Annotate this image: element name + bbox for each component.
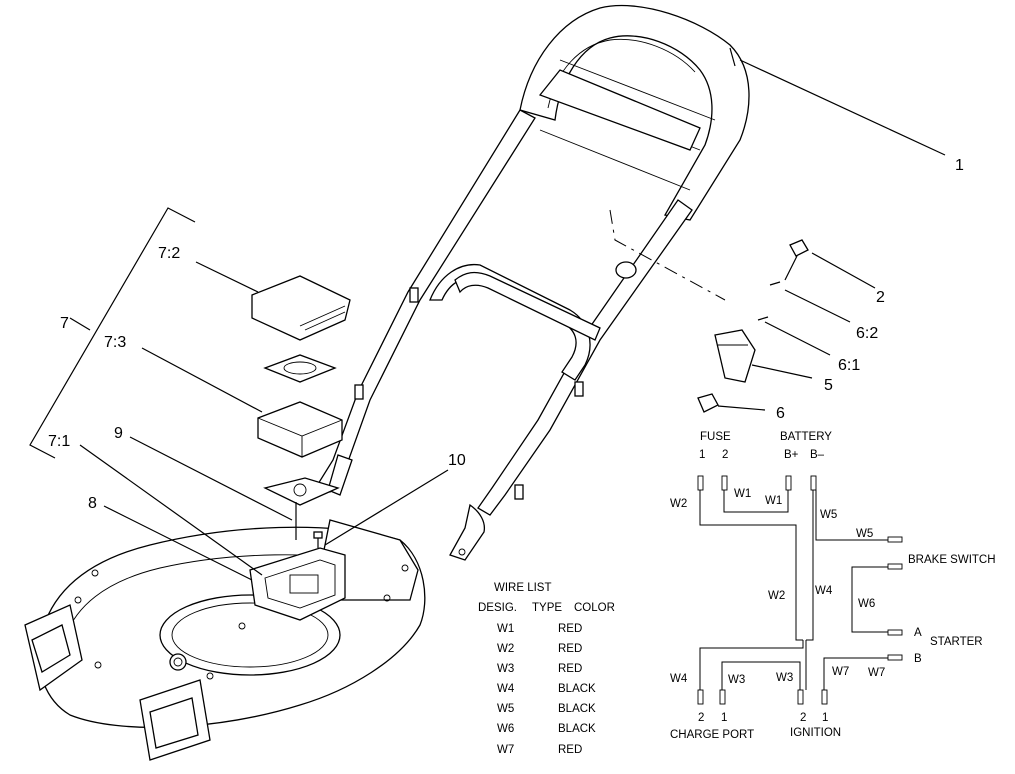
wire-list-desig: W3 xyxy=(497,663,514,675)
wire-list-table: WIRE LIST DESIG. TYPE COLOR W1 RED W2 RE… xyxy=(478,582,615,756)
part-7-3-gasket xyxy=(263,354,337,383)
wire-label-w7-right: W7 xyxy=(868,667,885,679)
part-6-plug xyxy=(697,393,719,413)
wire-label-w5-right: W5 xyxy=(856,528,873,540)
callout-9: 9 xyxy=(114,425,123,442)
charge-port-pin-2: 2 xyxy=(698,712,704,724)
callout-6-1: 6:1 xyxy=(838,357,860,374)
wire-list-color: BLACK xyxy=(558,723,596,735)
brake-switch-label: BRAKE SWITCH xyxy=(908,554,996,566)
charge-port-pin-1: 1 xyxy=(721,712,727,724)
wire-label-w4-center: W4 xyxy=(815,585,833,597)
callout-7: 7 xyxy=(60,315,69,332)
callout-2: 2 xyxy=(876,289,885,306)
starter-pin-b: B xyxy=(914,653,922,665)
wire-list-desig: W1 xyxy=(497,623,514,635)
charge-port-label: CHARGE PORT xyxy=(670,729,754,741)
wire-list-desig: W4 xyxy=(497,683,515,695)
callout-6: 6 xyxy=(776,405,785,422)
wire-list-color: BLACK xyxy=(558,683,596,695)
callout-leaders xyxy=(29,59,946,581)
wire-list-desig: W5 xyxy=(497,703,514,715)
wire-list-title: WIRE LIST xyxy=(494,582,552,594)
battery-block xyxy=(257,401,343,458)
ignition-pin-2: 2 xyxy=(800,712,806,724)
callout-10: 10 xyxy=(448,452,466,469)
ignition-pin-1: 1 xyxy=(822,712,828,724)
wire-list-header-color: COLOR xyxy=(574,602,615,614)
battery-tray xyxy=(249,547,346,621)
ignition-label: IGNITION xyxy=(790,727,841,739)
wire-label-w2-left: W2 xyxy=(670,498,687,510)
callout-1: 1 xyxy=(955,157,964,174)
wire-list-desig: W2 xyxy=(497,643,514,655)
wire-list-color: RED xyxy=(558,663,582,675)
fuse-pin-2: 2 xyxy=(722,449,728,461)
part-7-1-plate xyxy=(263,477,340,506)
wire-list-desig: W7 xyxy=(497,744,514,756)
part-2-switch xyxy=(789,239,809,257)
battery-label: BATTERY xyxy=(780,431,832,443)
wire-label-w1-right: W1 xyxy=(765,495,782,507)
wire-label-w2-center: W2 xyxy=(768,590,785,602)
callout-8: 8 xyxy=(88,495,97,512)
wire-label-w4-bottom: W4 xyxy=(670,673,688,685)
battery-pos: B+ xyxy=(784,449,799,461)
callout-5: 5 xyxy=(824,377,833,394)
fuse-pin-1: 1 xyxy=(699,449,705,461)
callout-7-1: 7:1 xyxy=(48,433,70,450)
mower-deck xyxy=(24,519,426,761)
wire-list-desig: W6 xyxy=(497,723,514,735)
wire-label-w1-mid: W1 xyxy=(734,488,751,500)
starter-label: STARTER xyxy=(930,636,983,648)
callout-7-3: 7:3 xyxy=(104,334,126,351)
wire-label-w7-left: W7 xyxy=(832,666,849,678)
alignment-line xyxy=(609,209,726,301)
wire-list-color: RED xyxy=(558,643,582,655)
wire-list-color: RED xyxy=(558,744,582,756)
starter-pin-a: A xyxy=(914,627,922,639)
battery-neg: B– xyxy=(810,449,825,461)
wire-label-w6: W6 xyxy=(858,598,875,610)
wire-label-w3-right: W3 xyxy=(776,672,793,684)
handle-assembly xyxy=(317,4,750,561)
wire-list-color: RED xyxy=(558,623,582,635)
callout-7-2: 7:2 xyxy=(158,245,180,262)
part-5-cover xyxy=(714,329,756,383)
wire-list-color: BLACK xyxy=(558,703,596,715)
wire-list-header-type: TYPE xyxy=(532,602,562,614)
wire-label-w5-top: W5 xyxy=(820,509,837,521)
fuse-label: FUSE xyxy=(700,431,731,443)
part-7-2-cover xyxy=(251,275,351,341)
wire-label-w3-left: W3 xyxy=(728,674,745,686)
callout-6-2: 6:2 xyxy=(856,325,878,342)
wire-list-header-desig: DESIG. xyxy=(478,602,517,614)
wiring-diagram: FUSE BATTERY 1 2 B+ B– W2 W1 W1 xyxy=(670,431,996,741)
